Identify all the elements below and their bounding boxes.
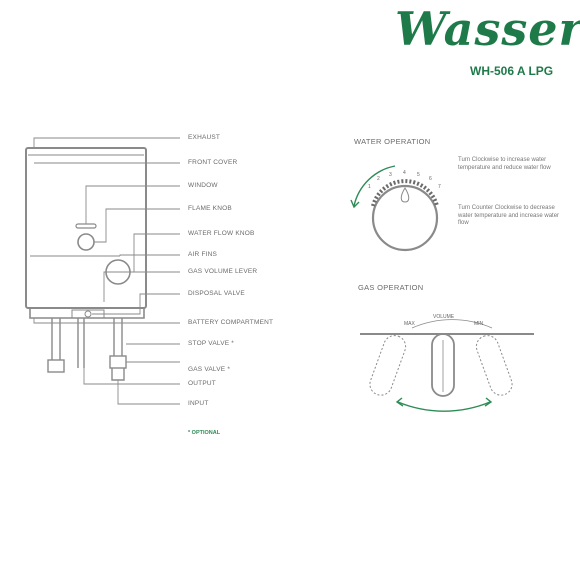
counter-clockwise-note: Turn Counter Clockwise to decrease water… xyxy=(458,205,560,226)
label-output: OUTPUT xyxy=(188,380,216,387)
leader-exhaust xyxy=(33,137,180,148)
lever-left xyxy=(369,335,407,396)
label-exhaust: EXHAUST xyxy=(188,134,221,141)
swing-arrow xyxy=(397,401,491,412)
water-operation-title: WATER OPERATION xyxy=(354,137,431,146)
dial-number-4: 4 xyxy=(403,170,406,176)
rotate-arrow-head xyxy=(350,199,360,209)
leader-water-flow xyxy=(130,233,180,273)
label-flame-knob: FLAME KNOB xyxy=(188,205,232,212)
swing-arrow-right-head xyxy=(484,397,493,407)
volume-arc xyxy=(411,319,493,329)
optional-note: * OPTIONAL xyxy=(188,430,221,436)
dial-number-5: 5 xyxy=(417,172,420,178)
dial-number-6: 6 xyxy=(429,176,432,182)
label-input: INPUT xyxy=(188,400,209,407)
pipe-left xyxy=(51,318,61,360)
dial-pointer xyxy=(400,187,410,203)
leader-flame-knob xyxy=(94,208,180,243)
leader-battery xyxy=(33,318,180,324)
dial-number-7: 7 xyxy=(438,184,441,190)
pipe-mid xyxy=(77,318,85,368)
dial-number-3: 3 xyxy=(389,172,392,178)
water-dial xyxy=(371,184,439,252)
pipe-right-end xyxy=(111,368,125,381)
window-slot xyxy=(75,223,97,229)
label-disposal-valve: DISPOSAL VALVE xyxy=(188,290,245,297)
heater-body xyxy=(25,147,147,309)
leader-gas-lever xyxy=(103,271,180,302)
leader-window xyxy=(85,185,180,224)
leader-air-fins xyxy=(30,254,180,257)
label-stop-valve: STOP VALVE * xyxy=(188,340,234,347)
pipe-left-end xyxy=(47,359,65,373)
model-number: WH-506 A LPG xyxy=(470,64,554,78)
gas-volume-label: VOLUME xyxy=(433,314,455,320)
gas-max-label: MAX xyxy=(404,321,415,327)
pipe-right xyxy=(113,318,123,356)
lever-right xyxy=(475,335,513,396)
pipe-right-valve xyxy=(109,355,127,369)
dial-number-1: 1 xyxy=(368,184,371,190)
brand-logo: Wasser xyxy=(395,2,580,56)
label-gas-volume-lever: GAS VOLUME LEVER xyxy=(188,268,258,275)
label-window: WINDOW xyxy=(188,182,218,189)
lever-center xyxy=(431,333,455,397)
label-water-flow-knob: WATER FLOW KNOB xyxy=(188,230,255,237)
label-battery-compartment: BATTERY COMPARTMENT xyxy=(188,319,274,326)
rotate-arrow xyxy=(353,165,396,207)
clockwise-note: Turn Clockwise to increase water tempera… xyxy=(458,157,551,171)
label-gas-valve: GAS VALVE * xyxy=(188,366,231,373)
flame-knob-shape xyxy=(77,233,95,251)
dial-number-2: 2 xyxy=(377,176,380,182)
leader-disposal xyxy=(92,293,180,315)
swing-arrow-left-head xyxy=(395,397,404,407)
disposal-valve-shape xyxy=(84,310,92,318)
label-front-cover: FRONT COVER xyxy=(188,159,238,166)
leader-input xyxy=(117,380,180,405)
gas-operation-title: GAS OPERATION xyxy=(358,283,424,292)
leader-output xyxy=(83,368,180,385)
label-air-fins: AIR FINS xyxy=(188,251,218,258)
gas-min-label: MIN xyxy=(474,321,484,327)
